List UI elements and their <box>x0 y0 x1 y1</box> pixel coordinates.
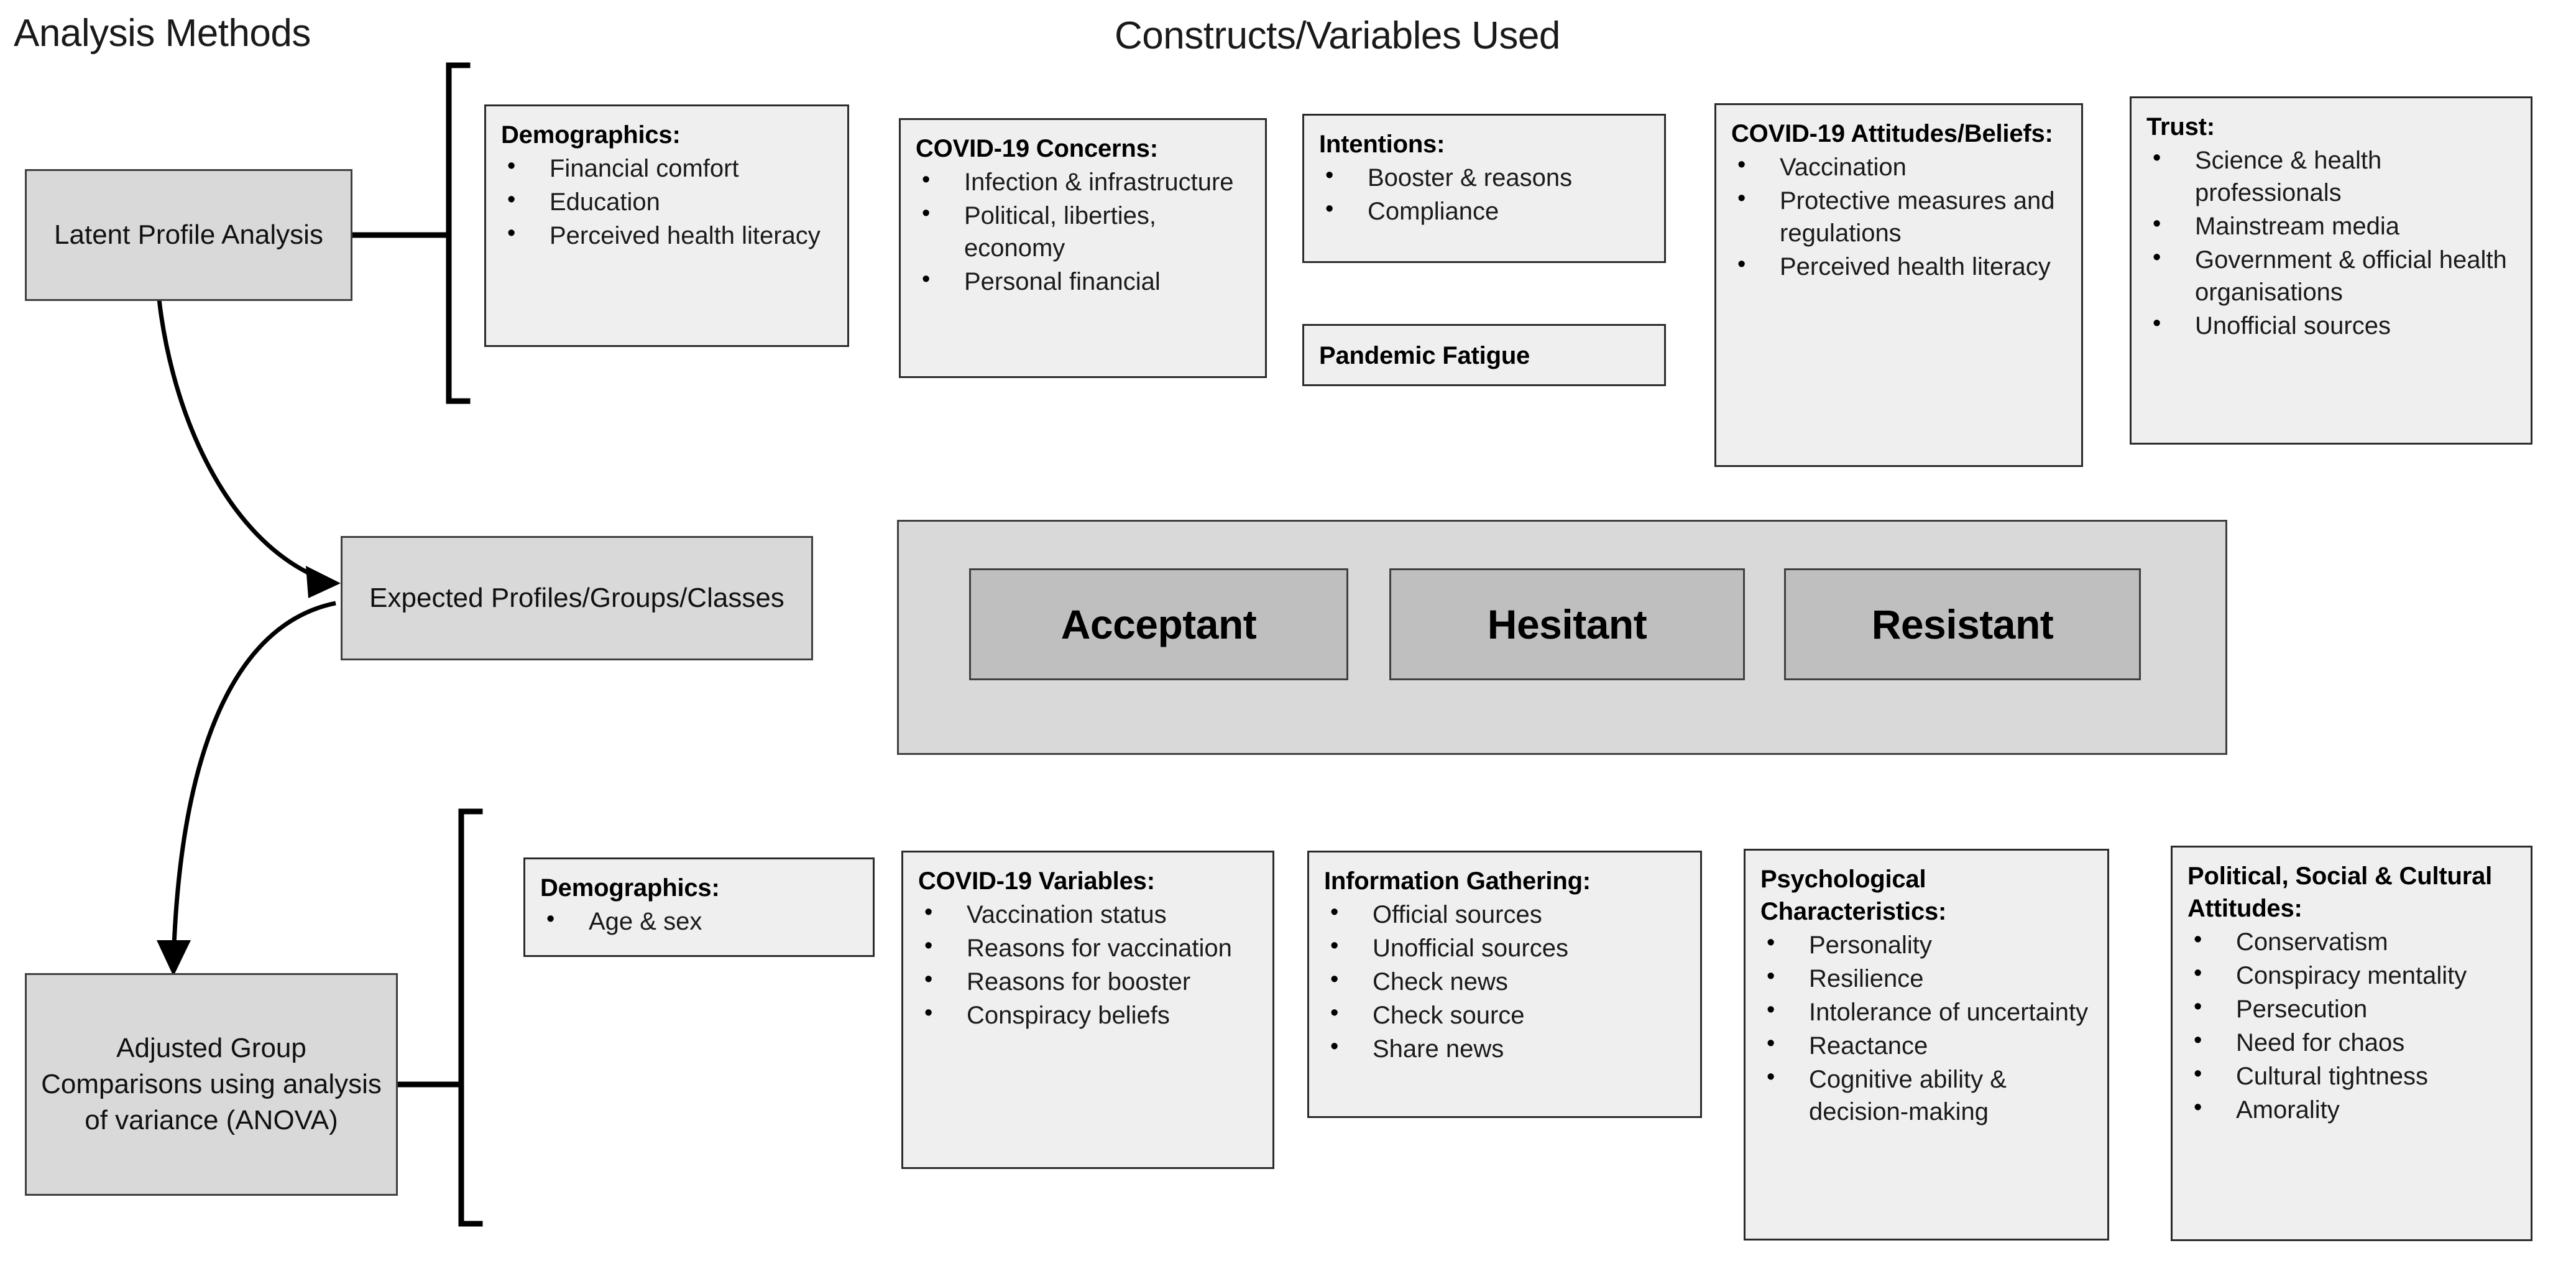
construct-list: Infection & infrastructure Political, li… <box>916 165 1254 298</box>
profile-class-acceptant[interactable]: Acceptant <box>969 568 1348 680</box>
list-item: Conspiracy mentality <box>2187 958 2519 992</box>
construct-title: Demographics: <box>501 121 681 149</box>
construct-title: Trust: <box>2146 113 2215 141</box>
list-item: Persecution <box>2187 992 2519 1025</box>
construct-title: Information Gathering: <box>1324 867 1591 895</box>
bracket-lpa <box>446 62 471 404</box>
list-item: Unofficial sources <box>1324 931 1689 964</box>
construct-list: Personality Resilience Intolerance of un… <box>1760 928 2096 1128</box>
list-item: Compliance <box>1319 194 1653 228</box>
construct-box-trust[interactable]: Trust: Science & health professionals Ma… <box>2130 96 2532 445</box>
list-item: Resilience <box>1760 961 2096 995</box>
construct-title: Political, Social & Cultural Attitudes: <box>2187 862 2493 922</box>
list-item: Reasons for vaccination <box>918 931 1261 964</box>
list-item: Personal financial <box>916 264 1254 298</box>
construct-box-covid19-variables[interactable]: COVID-19 Variables: Vaccination status R… <box>901 851 1274 1169</box>
arrow-expected-to-anova <box>157 601 336 976</box>
list-item: Need for chaos <box>2187 1025 2519 1059</box>
list-item: Check source <box>1324 998 1689 1032</box>
list-item: Perceived health literacy <box>501 218 836 252</box>
construct-list: Booster & reasons Compliance <box>1319 160 1653 228</box>
profiles-panel: Acceptant Hesitant Resistant <box>897 520 2227 755</box>
list-item: Science & health professionals <box>2146 143 2519 209</box>
list-item: Political, liberties, economy <box>916 198 1254 264</box>
list-item: Education <box>501 185 836 218</box>
construct-box-covid19-attitudes-beliefs[interactable]: COVID-19 Attitudes/Beliefs: Vaccination … <box>1714 103 2083 467</box>
construct-title: COVID-19 Variables: <box>918 867 1155 895</box>
list-item: Vaccination <box>1731 150 2070 183</box>
construct-box-psychological-characteristics[interactable]: Psychological Characteristics: Personali… <box>1744 849 2109 1241</box>
list-item: Share news <box>1324 1032 1689 1065</box>
construct-title: Psychological Characteristics: <box>1760 866 1947 925</box>
process-box-latent-profile-analysis[interactable]: Latent Profile Analysis <box>25 169 352 301</box>
list-item: Conspiracy beliefs <box>918 998 1261 1032</box>
list-item: Conservatism <box>2187 925 2519 958</box>
construct-list: Vaccination status Reasons for vaccinati… <box>918 897 1261 1032</box>
process-box-expected-profiles[interactable]: Expected Profiles/Groups/Classes <box>341 536 813 660</box>
construct-list: Age & sex <box>540 904 862 938</box>
process-box-adjusted-group-comparisons[interactable]: Adjusted Group Comparisons using analysi… <box>25 973 398 1196</box>
list-item: Mainstream media <box>2146 209 2519 243</box>
list-item: Intolerance of uncertainty <box>1760 995 2096 1028</box>
construct-box-pandemic-fatigue[interactable]: Pandemic Fatigue <box>1302 324 1666 386</box>
construct-box-covid19-concerns[interactable]: COVID-19 Concerns: Infection & infrastru… <box>899 118 1267 378</box>
profile-class-resistant[interactable]: Resistant <box>1784 568 2141 680</box>
construct-box-political-social-cultural-attitudes[interactable]: Political, Social & Cultural Attitudes: … <box>2171 846 2532 1241</box>
list-item: Booster & reasons <box>1319 160 1653 194</box>
list-item: Government & official health organisatio… <box>2146 243 2519 308</box>
list-item: Cognitive ability & decision-making <box>1760 1062 2096 1128</box>
list-item: Financial comfort <box>501 151 836 185</box>
construct-title: Demographics: <box>540 874 720 902</box>
list-item: Cultural tightness <box>2187 1059 2519 1093</box>
construct-title: COVID-19 Concerns: <box>916 135 1158 162</box>
list-item: Reactance <box>1760 1028 2096 1062</box>
construct-box-information-gathering[interactable]: Information Gathering: Official sources … <box>1307 851 1702 1118</box>
list-item: Perceived health literacy <box>1731 249 2070 283</box>
header-constructs-variables-used: Constructs/Variables Used <box>1115 14 1560 57</box>
list-item: Vaccination status <box>918 897 1261 931</box>
list-item: Official sources <box>1324 897 1689 931</box>
list-item: Unofficial sources <box>2146 308 2519 342</box>
header-analysis-methods: Analysis Methods <box>14 12 311 55</box>
construct-box-demographics-lpa[interactable]: Demographics: Financial comfort Educatio… <box>484 104 849 347</box>
bracket-anova <box>458 808 483 1227</box>
construct-list: Financial comfort Education Perceived he… <box>501 151 836 252</box>
list-item: Protective measures and regulations <box>1731 183 2070 249</box>
profile-class-hesitant[interactable]: Hesitant <box>1389 568 1745 680</box>
construct-title: Intentions: <box>1319 131 1445 158</box>
construct-box-demographics-anova[interactable]: Demographics: Age & sex <box>523 857 875 957</box>
list-item: Personality <box>1760 928 2096 961</box>
arrow-lpa-to-expected <box>155 279 341 598</box>
construct-box-intentions[interactable]: Intentions: Booster & reasons Compliance <box>1302 114 1666 263</box>
list-item: Infection & infrastructure <box>916 165 1254 198</box>
construct-list: Conservatism Conspiracy mentality Persec… <box>2187 925 2519 1126</box>
construct-list: Science & health professionals Mainstrea… <box>2146 143 2519 342</box>
construct-title: Pandemic Fatigue <box>1319 342 1530 369</box>
construct-list: Official sources Unofficial sources Chec… <box>1324 897 1689 1065</box>
list-item: Check news <box>1324 964 1689 998</box>
construct-list: Vaccination Protective measures and regu… <box>1731 150 2070 283</box>
list-item: Reasons for booster <box>918 964 1261 998</box>
construct-title: COVID-19 Attitudes/Beliefs: <box>1731 120 2053 147</box>
list-item: Amorality <box>2187 1093 2519 1126</box>
list-item: Age & sex <box>540 904 862 938</box>
